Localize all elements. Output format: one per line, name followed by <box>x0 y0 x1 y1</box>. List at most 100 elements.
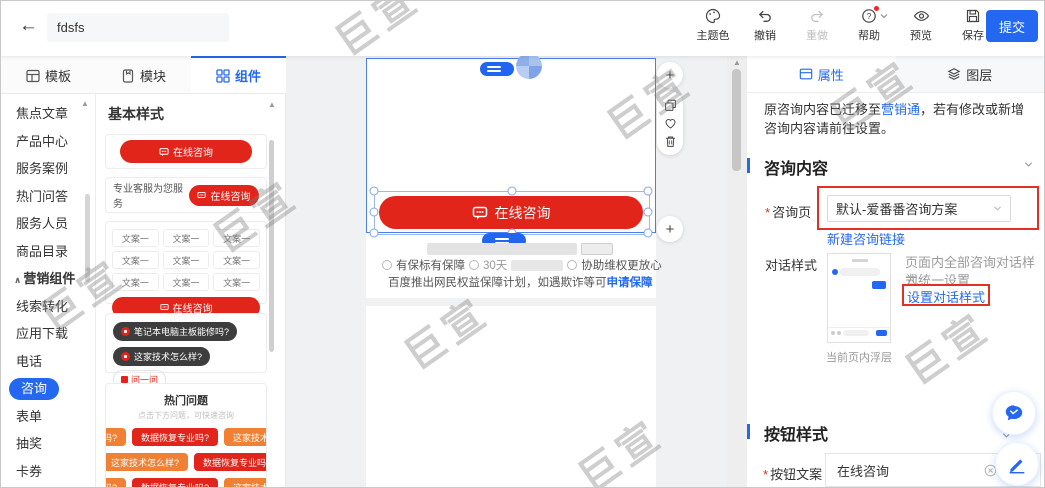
style-card-question-bubbles[interactable]: 笔记本电脑主板能修吗? 这家技术怎么样? 问一问 <box>105 313 267 389</box>
grid-cell: 文案一 <box>162 229 210 247</box>
editor-canvas[interactable]: 在线咨询 有保标有保障 30天 协助维权更放 <box>286 53 747 487</box>
canvas-scrollbar-track[interactable]: ▲ <box>727 56 747 487</box>
scroll-up-icon[interactable]: ▲ <box>268 100 276 109</box>
undo-icon <box>757 8 773 24</box>
dialog-style-thumbnail <box>827 253 891 343</box>
tab-component[interactable]: 组件 <box>191 56 286 93</box>
apply-protection-link[interactable]: 申请保障 <box>606 277 653 289</box>
sidebar-item-app-download[interactable]: 应用下载 <box>16 326 69 341</box>
resize-handle[interactable] <box>643 228 653 238</box>
add-block-below-button[interactable]: + <box>657 216 683 242</box>
add-block-above-button[interactable]: + <box>657 62 683 88</box>
resize-handle[interactable] <box>507 186 517 196</box>
scroll-up-icon[interactable]: ▲ <box>81 99 89 108</box>
preview-button[interactable]: 预览 <box>895 8 947 43</box>
tool-label: 主题色 <box>696 30 730 42</box>
style-card-service-row[interactable]: 专业客服为您服务 在线咨询 <box>105 177 267 213</box>
tab-label: 图层 <box>966 67 993 83</box>
grid-cell: 文案一 <box>162 273 210 291</box>
page-title-input[interactable] <box>47 13 229 42</box>
module-icon <box>121 68 135 83</box>
tab-properties[interactable]: 属性 <box>747 56 896 92</box>
grid-cell: 文案一 <box>213 229 260 247</box>
mobile-page-preview[interactable]: 在线咨询 有保标有保障 30天 协助维权更放 <box>366 53 662 487</box>
question-row: 数据恢复专业吗? 数据恢复专业吗? 这家技术怎么样? <box>106 428 266 446</box>
question-pill: 这家技术怎么样? <box>106 453 189 471</box>
question-pill: 数据恢复专业吗? <box>106 478 127 487</box>
section-accent-bar <box>747 424 750 439</box>
scroll-up-icon[interactable]: ▲ <box>733 58 741 67</box>
resize-handle[interactable] <box>643 207 653 217</box>
collapse-chevron-icon[interactable] <box>1002 431 1011 440</box>
sidebar-item-phone[interactable]: 电话 <box>16 353 43 369</box>
panel-section-title: 基本样式 <box>108 106 164 122</box>
resize-handle[interactable] <box>369 186 379 196</box>
resize-handle[interactable] <box>369 228 379 238</box>
canvas-consult-button[interactable]: 在线咨询 <box>379 196 643 229</box>
tab-template[interactable]: 模板 <box>1 56 96 93</box>
panel-tabs: 属性 图层 <box>747 56 1044 93</box>
notice-text: ，若有修改或新增咨询内容请前往设置。 <box>764 102 1025 136</box>
sidebar-item-goods-catalog[interactable]: 商品目录 <box>16 243 69 259</box>
sidebar-item-product-center[interactable]: 产品中心 <box>16 133 69 149</box>
submit-button[interactable]: 提交 <box>986 10 1038 42</box>
chat-icon <box>159 147 169 156</box>
undo-button[interactable]: 撤销 <box>739 8 791 43</box>
panel-scrollbar[interactable] <box>269 140 274 352</box>
grid-cell: 文案一 <box>162 251 210 269</box>
drag-knob[interactable] <box>516 53 542 79</box>
sidebar-item-lead-conversion[interactable]: 线索转化 <box>16 298 69 314</box>
help-button[interactable]: ? 帮助 <box>843 6 895 43</box>
consult-page-label: *咨询页 <box>765 202 811 221</box>
save-button[interactable]: 保存 <box>947 8 999 43</box>
sidebar-item-coupon[interactable]: 卡券 <box>16 463 43 479</box>
sidebar-item-service-staff[interactable]: 服务人员 <box>16 216 69 231</box>
button-label: 在线咨询 <box>494 204 551 221</box>
tool-label: 帮助 <box>858 30 880 42</box>
component-icon <box>216 68 230 83</box>
notice-text: 原咨询内容已迁移至 <box>764 102 882 117</box>
button-text-input[interactable] <box>835 461 984 479</box>
assistant-chat-fab[interactable] <box>992 391 1036 435</box>
delete-icon[interactable] <box>664 135 677 148</box>
new-consult-link[interactable]: 新建咨询链接 <box>827 232 906 247</box>
tab-label: 模块 <box>139 69 166 84</box>
drag-handle-top[interactable] <box>480 62 514 76</box>
template-icon <box>26 69 40 83</box>
style-card-hot-questions[interactable]: 热门问题 点击下方问题，可快速咨询 数据恢复专业吗? 数据恢复专业吗? 这家技术… <box>105 383 267 487</box>
sidebar-item-form[interactable]: 表单 <box>16 408 43 424</box>
section-accent-bar <box>747 158 750 173</box>
sidebar-scrollbar[interactable] <box>85 194 90 282</box>
sidebar-item-focus-article[interactable]: 焦点文章 <box>16 106 69 121</box>
sidebar-item-service-case[interactable]: 服务案例 <box>16 161 69 176</box>
copy-icon[interactable] <box>664 99 677 112</box>
resize-handle[interactable] <box>369 207 379 217</box>
style-card-text-grid[interactable]: 文案一 文案一 文案一 文案一 文案一 文案一 文案一 文案一 文案一 在线咨询 <box>105 221 267 318</box>
consult-pill-button: 在线咨询 <box>112 297 260 318</box>
dialog-style-label: 对话样式 <box>765 258 818 273</box>
button-label: 在线咨询 <box>210 191 251 203</box>
redacted-text-block <box>427 243 577 255</box>
tab-layers[interactable]: 图层 <box>895 56 1044 92</box>
consult-pill-button: 在线咨询 <box>188 184 259 206</box>
edit-fab[interactable] <box>995 442 1039 486</box>
favorite-icon[interactable] <box>664 117 677 130</box>
sidebar-item-lottery[interactable]: 抽奖 <box>16 436 43 451</box>
sidebar-item-hot-qa[interactable]: 热门问答 <box>16 188 69 204</box>
marketing-link[interactable]: 营销通 <box>881 102 921 117</box>
collapse-chevron-icon[interactable] <box>1024 160 1033 169</box>
resize-handle[interactable] <box>643 186 653 196</box>
chat-icon <box>159 303 169 310</box>
sidebar-item-consult[interactable]: 咨询 <box>1 375 95 403</box>
style-card-basic-button[interactable]: 在线咨询 <box>105 134 267 169</box>
chat-icon <box>197 191 207 198</box>
back-icon[interactable]: ← <box>19 15 38 36</box>
sidebar-group-marketing[interactable]: ∧营销组件 <box>1 265 95 293</box>
consult-page-dropdown[interactable]: 默认-爱番番咨询方案 <box>827 195 1011 222</box>
redo-button[interactable]: 重做 <box>791 8 843 43</box>
canvas-scrollbar-thumb[interactable] <box>732 69 741 171</box>
set-dialog-style-link[interactable]: 设置对话样式 <box>907 290 986 305</box>
question-pill: 数据恢复专业吗? <box>194 453 266 471</box>
theme-color-button[interactable]: 主题色 <box>687 8 739 43</box>
tab-module[interactable]: 模块 <box>96 56 191 93</box>
